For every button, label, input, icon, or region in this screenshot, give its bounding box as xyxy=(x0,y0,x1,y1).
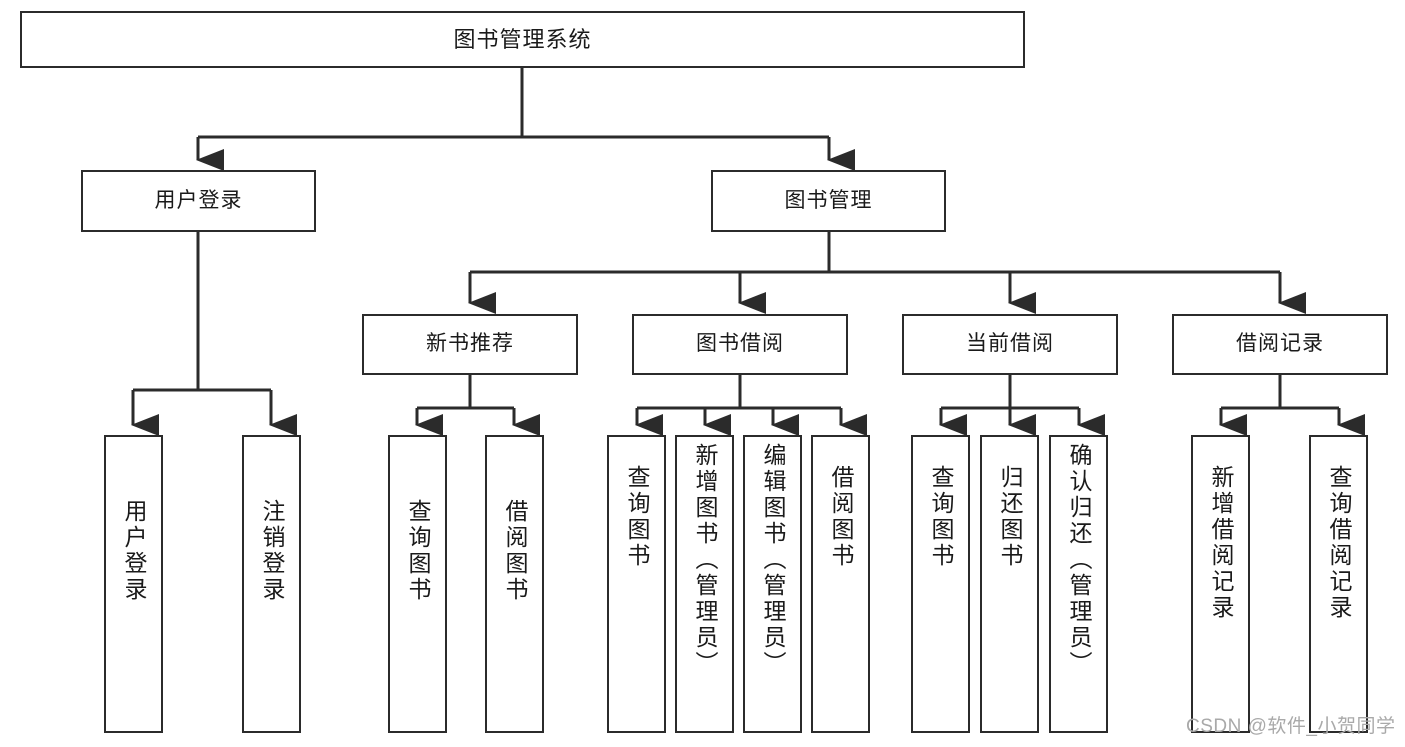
node-label: 查询图书 xyxy=(928,465,954,569)
leaf-borrow-record-add-record[interactable]: 新增借阅记录 xyxy=(1191,435,1250,733)
node-book-borrow[interactable]: 图书借阅 xyxy=(632,314,848,375)
node-label: 查询图书 xyxy=(405,499,431,603)
node-label: 查询图书 xyxy=(624,465,650,569)
node-label: 用户登录 xyxy=(121,499,147,603)
node-label: 新书推荐 xyxy=(426,332,514,356)
node-label: 图书借阅 xyxy=(696,332,784,356)
node-user-login[interactable]: 用户登录 xyxy=(81,170,316,232)
leaf-user-login-login[interactable]: 用户登录 xyxy=(104,435,163,733)
leaf-current-borrow-return-books[interactable]: 归还图书 xyxy=(980,435,1039,733)
node-label: 注销登录 xyxy=(259,499,285,603)
node-label: 归还图书 xyxy=(997,465,1023,569)
leaf-new-book-borrow-books[interactable]: 借阅图书 xyxy=(485,435,544,733)
leaf-current-borrow-query-books[interactable]: 查询图书 xyxy=(911,435,970,733)
node-root-book-management-system[interactable]: 图书管理系统 xyxy=(20,11,1025,68)
node-new-book-recommendation[interactable]: 新书推荐 xyxy=(362,314,578,375)
leaf-book-borrow-edit-book-admin[interactable]: 编辑图书（管理员） xyxy=(743,435,802,733)
node-label: 当前借阅 xyxy=(966,332,1054,356)
node-label: 图书管理 xyxy=(784,188,873,212)
node-label: 新增借阅记录 xyxy=(1208,465,1234,621)
node-label: 借阅图书 xyxy=(828,465,854,569)
node-label: 编辑图书（管理员） xyxy=(760,443,786,677)
leaf-book-borrow-borrow-books[interactable]: 借阅图书 xyxy=(811,435,870,733)
node-label: 图书管理系统 xyxy=(453,26,592,52)
node-label: 借阅记录 xyxy=(1236,332,1324,356)
leaf-borrow-record-query-record[interactable]: 查询借阅记录 xyxy=(1309,435,1368,733)
node-label: 用户登录 xyxy=(154,188,243,212)
watermark-text: CSDN @软件_小贺同学 xyxy=(1186,716,1396,737)
node-book-management[interactable]: 图书管理 xyxy=(711,170,946,232)
leaf-new-book-query-books[interactable]: 查询图书 xyxy=(388,435,447,733)
node-label: 借阅图书 xyxy=(502,499,528,603)
leaf-book-borrow-add-book-admin[interactable]: 新增图书（管理员） xyxy=(675,435,734,733)
node-current-borrow[interactable]: 当前借阅 xyxy=(902,314,1118,375)
leaf-user-login-logout[interactable]: 注销登录 xyxy=(242,435,301,733)
node-label: 确认归还（管理员） xyxy=(1066,443,1092,677)
leaf-current-borrow-confirm-return-admin[interactable]: 确认归还（管理员） xyxy=(1049,435,1108,733)
node-label: 查询借阅记录 xyxy=(1326,465,1352,621)
node-borrow-record[interactable]: 借阅记录 xyxy=(1172,314,1388,375)
leaf-book-borrow-query-books[interactable]: 查询图书 xyxy=(607,435,666,733)
node-label: 新增图书（管理员） xyxy=(692,443,718,677)
